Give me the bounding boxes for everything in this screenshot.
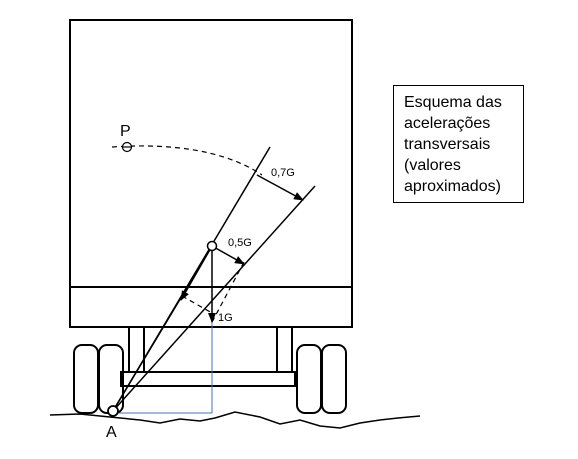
- wheel-right-outer: [321, 344, 347, 414]
- caption-line-5: aproximados): [404, 178, 501, 195]
- line-a-to-upper-right: [112, 185, 316, 412]
- label-accel-07: 0,7G: [271, 167, 295, 179]
- dashed-parallel: [181, 295, 213, 314]
- caption-line-3: transversais: [404, 136, 491, 153]
- label-accel-1: 1G: [218, 312, 233, 324]
- axle: [120, 371, 296, 387]
- truck-chassis: [69, 286, 353, 328]
- wheel-left-outer: [73, 344, 99, 414]
- point-a-marker: [107, 405, 119, 417]
- caption-box: Esquema das acelerações transversais (va…: [393, 85, 524, 203]
- label-point-a: A: [106, 424, 117, 441]
- ground-line: [49, 411, 421, 429]
- dashed-resultant: [210, 261, 245, 325]
- label-point-p: P: [120, 123, 131, 140]
- label-accel-05: 0,5G: [228, 237, 252, 249]
- wheel-right-inner: [296, 344, 322, 414]
- trajectory-arc: [111, 145, 263, 176]
- suspension-left: [128, 326, 145, 373]
- caption-line-1: Esquema das: [404, 94, 502, 111]
- arrow-07g: [256, 174, 304, 201]
- suspension-right: [276, 326, 293, 373]
- arrow-resultant: [180, 245, 213, 301]
- arrow-05g: [211, 245, 245, 265]
- caption-line-4: (valores: [404, 157, 461, 174]
- caption-line-2: acelerações: [404, 115, 491, 132]
- center-of-gravity: [206, 240, 218, 252]
